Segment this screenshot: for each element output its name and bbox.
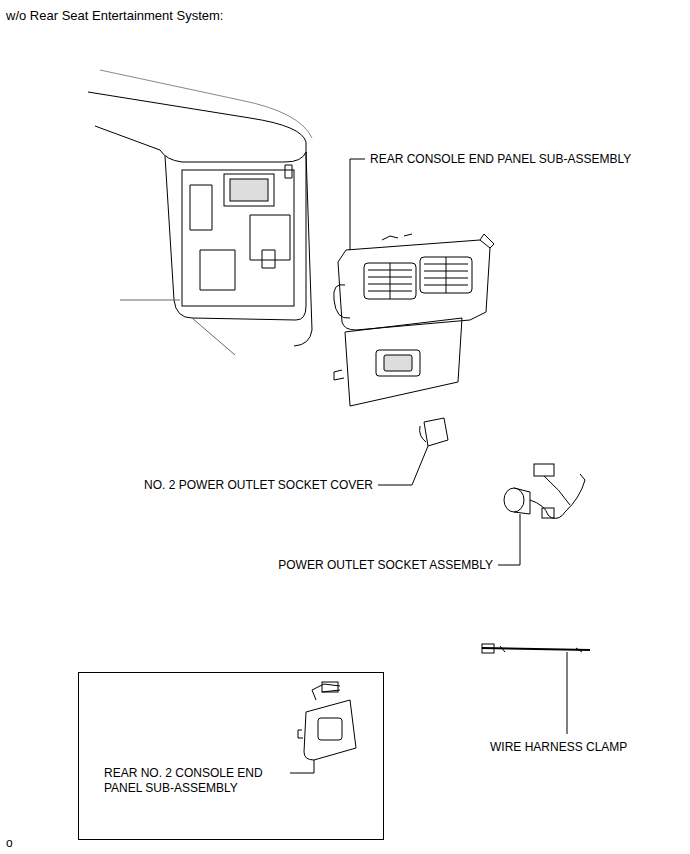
part-label: REAR CONSOLE END PANEL SUB-ASSEMBLY [370,152,631,167]
page-title: w/o Rear Seat Entertainment System: [6,8,223,23]
part-label: WIRE HARNESS CLAMP [490,740,627,755]
part-label: REAR NO. 2 CONSOLE END PANEL SUB-ASSEMBL… [104,766,292,796]
inset-box: REAR NO. 2 CONSOLE END PANEL SUB-ASSEMBL… [78,672,384,840]
part-label: NO. 2 POWER OUTLET SOCKET COVER [144,478,373,493]
page-mark: o [6,836,13,851]
part-label: POWER OUTLET SOCKET ASSEMBLY [278,558,493,573]
